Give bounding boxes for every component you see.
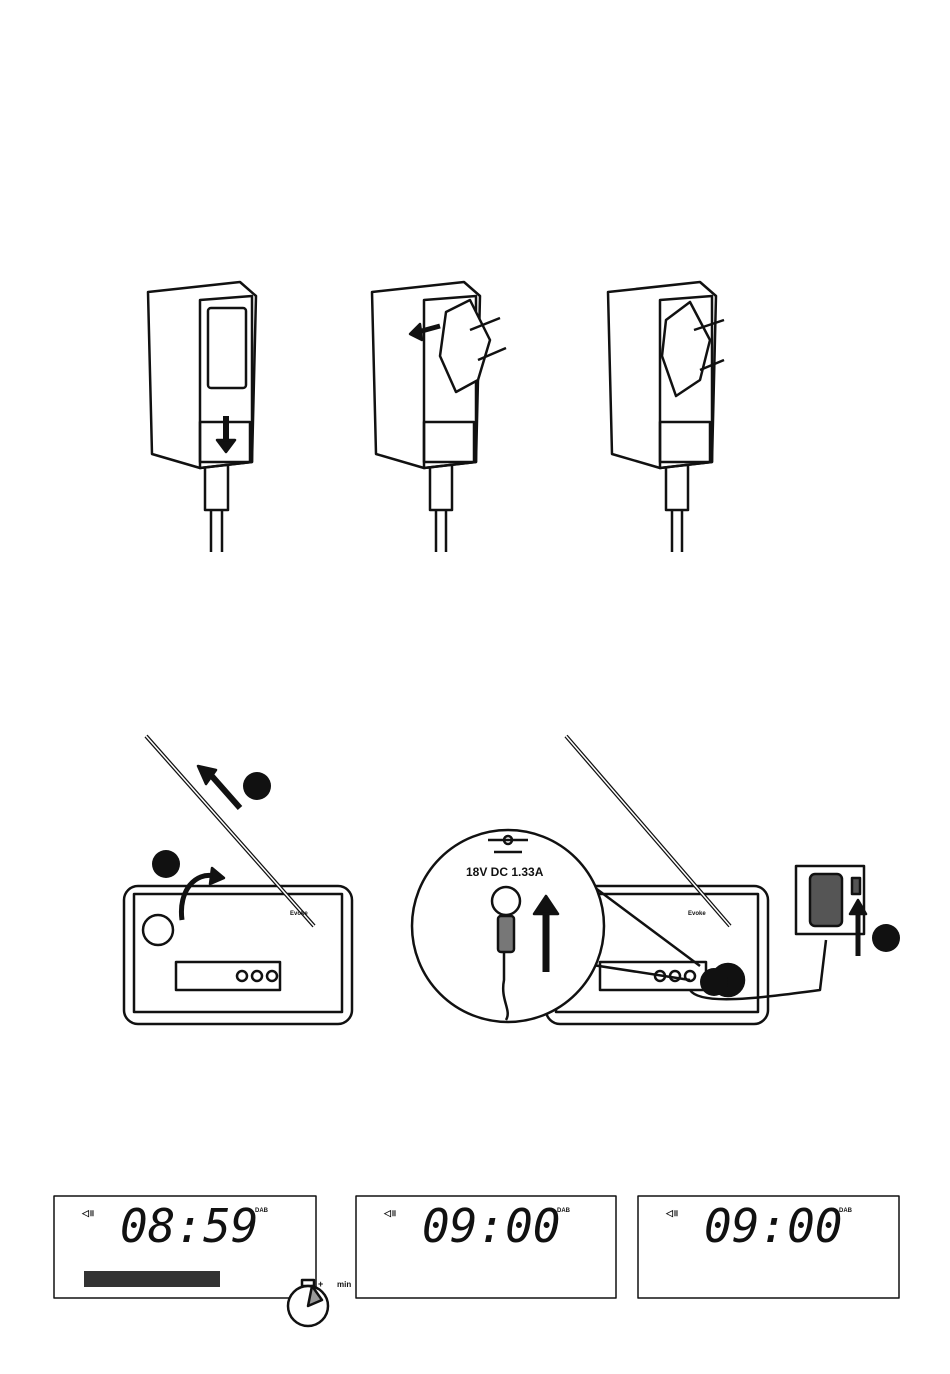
radio-brand-left: Evoke <box>290 911 308 917</box>
step-badge-2 <box>243 772 271 800</box>
lcd-time-2: 09:00 <box>422 1199 560 1253</box>
step-badge-1 <box>152 850 180 878</box>
volume-icon: ◁॥ <box>665 1208 678 1218</box>
lcd-band-3: DAB <box>839 1208 853 1214</box>
adapter-step-3 <box>606 280 725 552</box>
volume-icon: ◁॥ <box>81 1208 94 1218</box>
radio-brand-right: Evoke <box>688 911 706 917</box>
step-badge-3 <box>700 968 728 996</box>
lcd-display-2 <box>355 1195 617 1299</box>
volume-icon: ◁॥ <box>383 1208 396 1218</box>
power-rating-label: 18V DC 1.33A <box>466 865 544 879</box>
lcd-display-3 <box>637 1195 900 1299</box>
timer-icon <box>286 1278 330 1328</box>
radio-back-left <box>122 734 354 1026</box>
adapter-step-2 <box>370 280 507 552</box>
step-badge-4 <box>872 924 900 952</box>
lcd-time-1: 08:59 <box>120 1199 258 1253</box>
timer-plus: + <box>318 1279 323 1289</box>
lcd-progress-bar <box>84 1271 220 1287</box>
timer-unit: min <box>337 1280 351 1289</box>
lcd-band-2: DAB <box>557 1208 571 1214</box>
dc-socket-detail <box>410 828 701 1024</box>
lcd-band-1: DAB <box>255 1208 269 1214</box>
lcd-time-3: 09:00 <box>704 1199 842 1253</box>
adapter-step-1 <box>146 280 258 552</box>
lcd-display-1 <box>53 1195 317 1299</box>
